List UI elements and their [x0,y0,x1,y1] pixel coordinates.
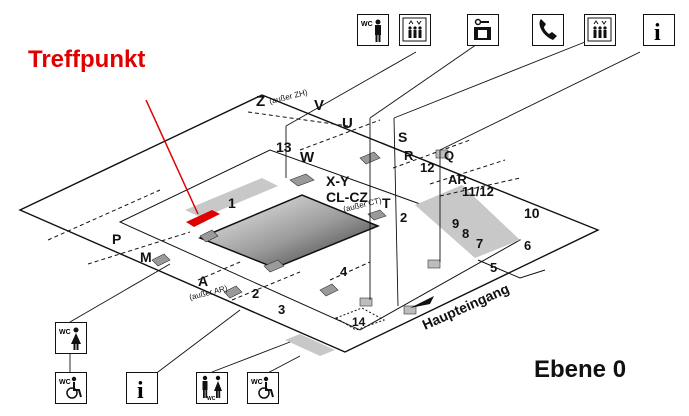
zone-10: 10 [524,205,540,221]
wc-men-icon: WC [357,14,389,46]
staircases [151,151,387,299]
zone-9: 9 [452,216,459,231]
info-text: i [654,20,661,44]
zone-14-box [334,307,386,331]
zone-v: V [314,97,324,114]
zone-14: 14 [352,315,366,329]
zone-w: W [300,149,315,166]
zone-dividers [47,111,521,301]
zone-r: R [404,148,414,163]
meeting-point-marker [186,210,220,227]
zone-m: M [140,249,152,265]
wc-accessible-icon: WC [247,372,279,404]
wc-text: WC [59,329,71,336]
zone-2-left: 2 [252,286,259,301]
luggage-locker-icon [467,14,499,46]
zone-8: 8 [462,226,469,241]
zone-ar: AR [448,172,467,187]
zone-1: 1 [228,195,236,211]
zone-789-grey [415,185,520,258]
wc-unisex-icon: WC [196,372,228,404]
zone-a: A [198,273,208,289]
zone-u: U [342,115,353,132]
zone-6: 6 [524,238,531,253]
meeting-point-label: Treffpunkt [28,46,146,73]
atrium-void [198,194,380,269]
elevator-icon [399,14,431,46]
level-label: Ebene 0 [534,356,627,383]
zone-2-right: 2 [400,210,407,225]
zone-z: Z [256,93,265,110]
info-icon: i [643,14,675,46]
elevator-markers [359,149,449,315]
wc-text: WC [361,21,373,28]
wc-text: WC [59,379,71,386]
zone-xy: X-Y [326,173,350,189]
phone-icon [532,14,564,46]
zone-7: 7 [476,236,483,251]
zone-11-12: 11/12 [462,184,494,199]
zone-z-note: (außer ZH) [268,88,308,106]
info-text: i [137,378,144,402]
wc-text: WC [251,379,263,386]
wc-accessible-icon: WC [55,372,87,404]
zone-clcz: CL-CZ [326,189,368,205]
zone-q: Q [444,148,454,163]
zone-p: P [112,231,121,247]
zone-12: 12 [420,160,434,175]
zone-4: 4 [340,264,348,279]
entrance-bracket [477,259,546,279]
zone-bottom-grey [285,334,335,356]
wc-women-icon: WC [55,322,87,354]
icon-connectors [69,39,641,379]
zone-t: T [382,195,391,211]
wc-text: WC [207,396,216,402]
zone-13: 13 [276,139,292,155]
entrance-arrow [410,296,434,308]
meeting-point-pointer [145,99,199,215]
zone-s: S [398,129,407,145]
zone-3: 3 [278,302,285,317]
info-icon: i [126,372,158,404]
elevator-icon [584,14,616,46]
zone-5: 5 [490,260,497,275]
zone-1-grey [185,178,278,218]
